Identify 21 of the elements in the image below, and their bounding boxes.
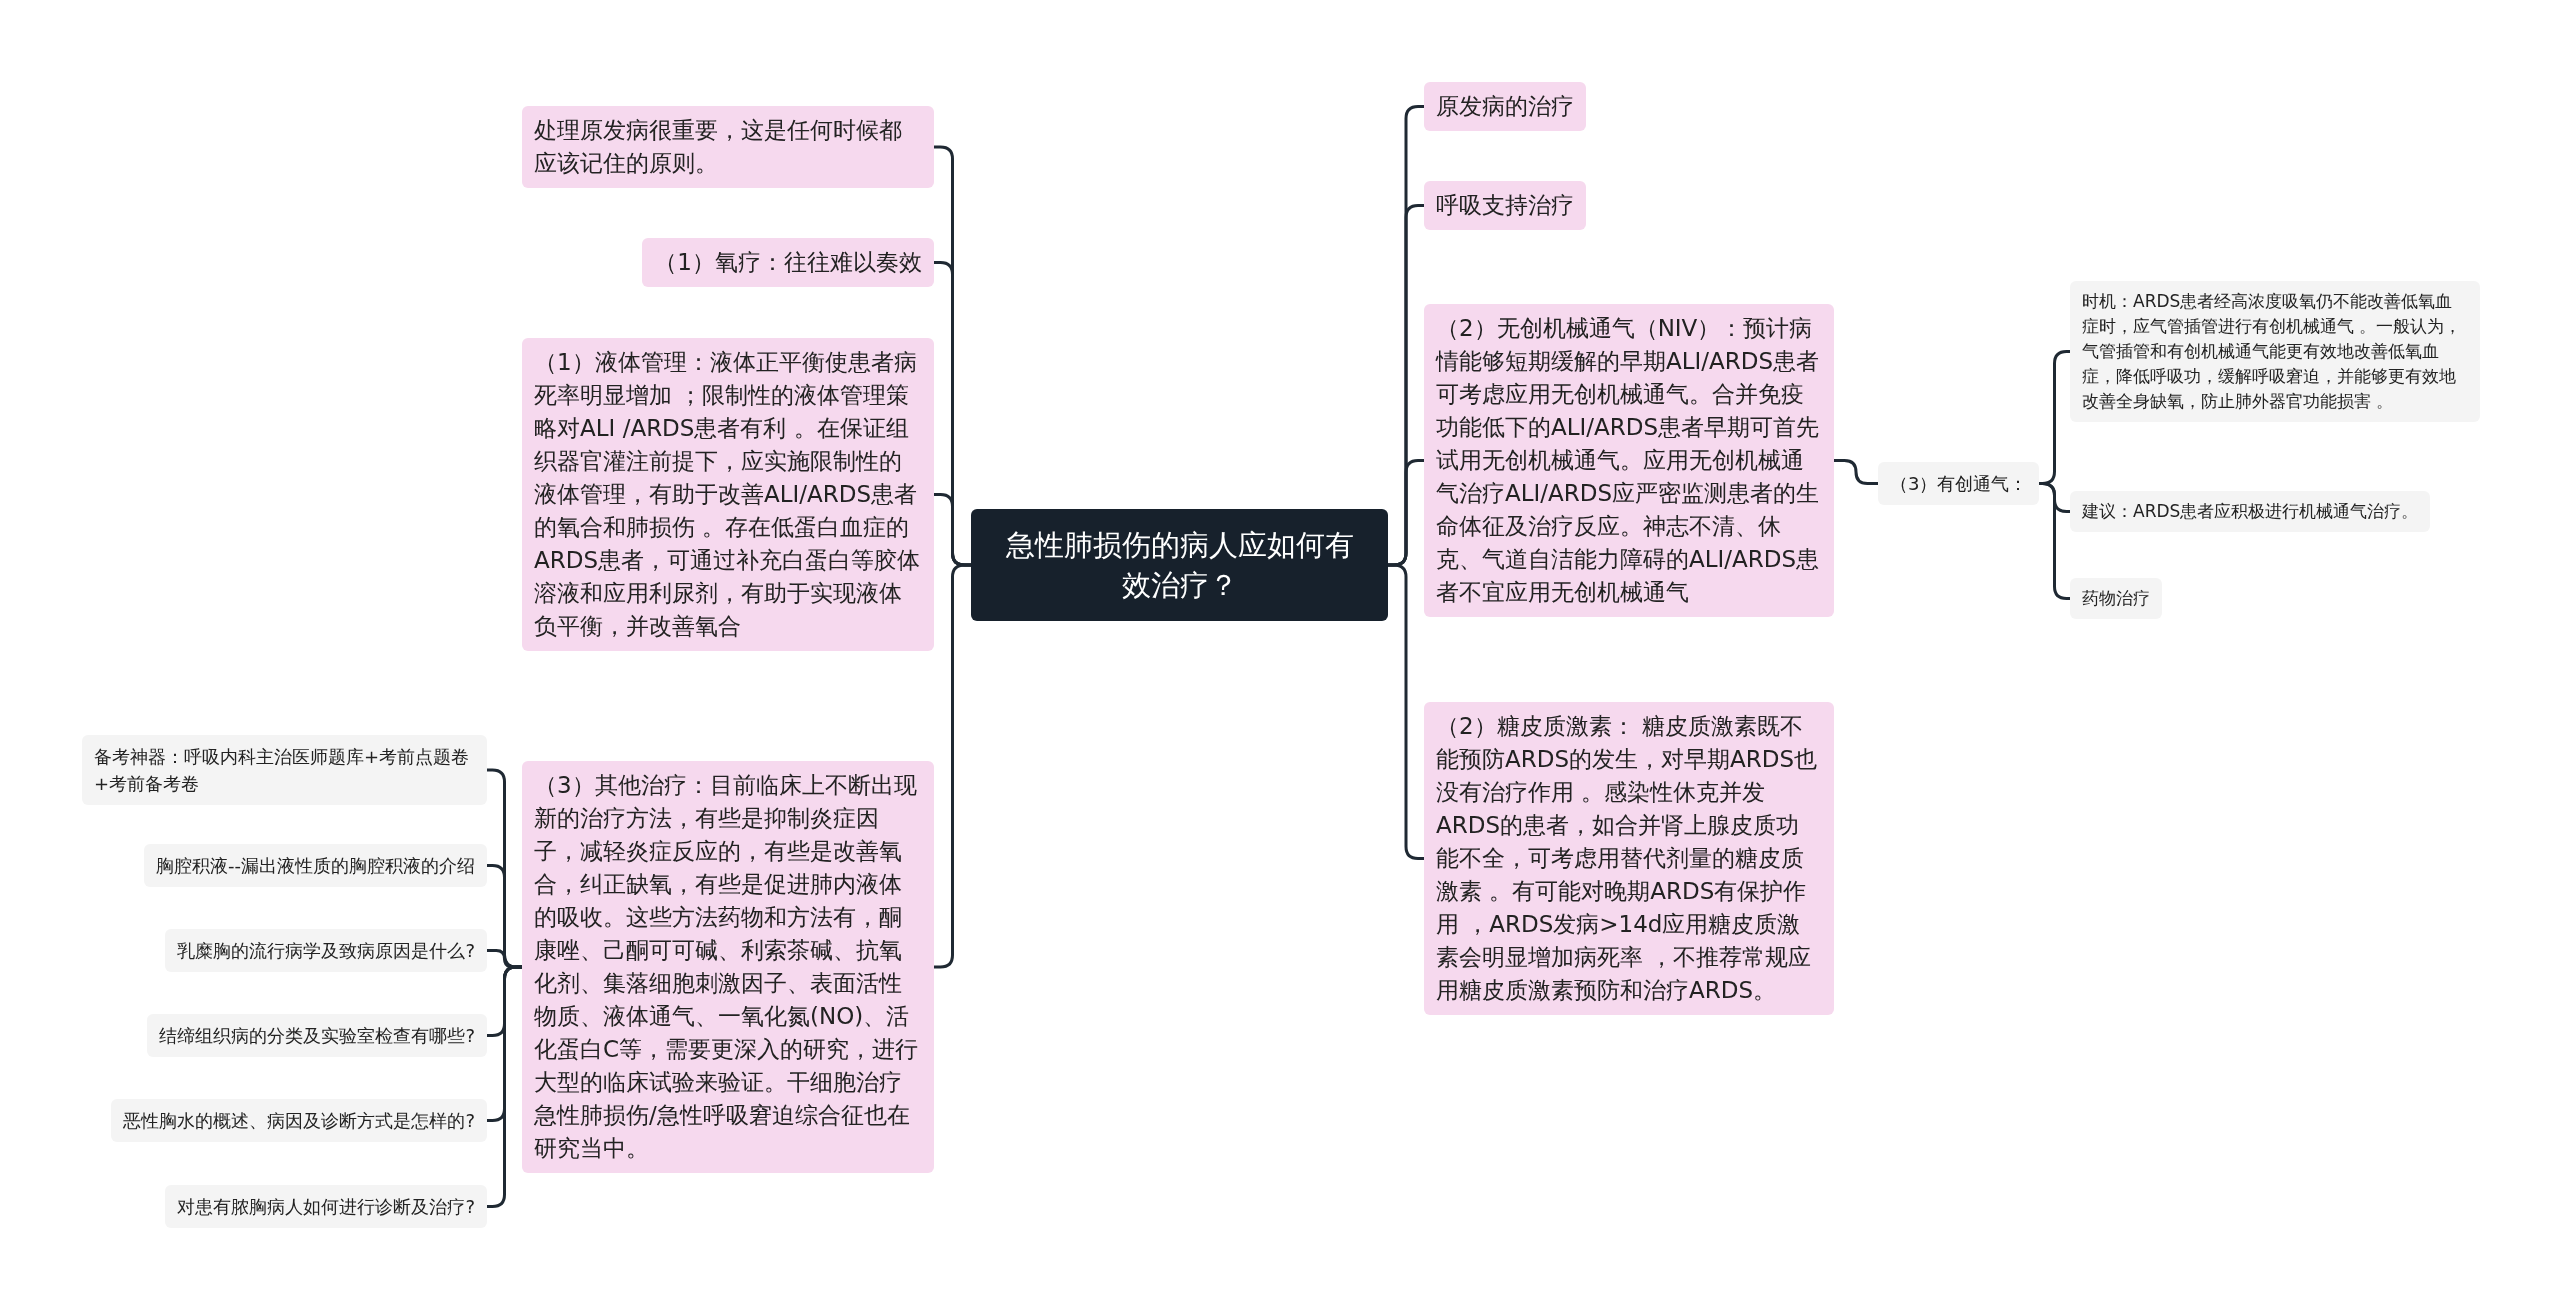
topic-box: （1）氧疗：往往难以奏效 — [642, 238, 934, 287]
topic-box: 处理原发病很重要，这是任何时候都应该记住的原则。 — [522, 106, 934, 188]
subtopic-box: 乳糜胸的流行病学及致病原因是什么? — [165, 929, 487, 972]
topic-box: 呼吸支持治疗 — [1424, 181, 1586, 230]
central-topic: 急性肺损伤的病人应如何有效治疗？ — [971, 509, 1388, 621]
subtopic-box: 建议：ARDS患者应积极进行机械通气治疗。 — [2070, 491, 2431, 532]
subtopic-box: 药物治疗 — [2070, 578, 2162, 619]
topic-box: 原发病的治疗 — [1424, 82, 1586, 131]
subtopic-box: （3）有创通气： — [1878, 462, 2040, 505]
subtopic-box: 时机：ARDS患者经高浓度吸氧仍不能改善低氧血症时，应气管插管进行有创机械通气 。一般认为，气管插管和有创机械通气能更有效地改善低氧血症，降低呼吸功，缓解呼吸窘迫，并能够更有效地改善全身缺氧，防止肺外器官功能损害 。 — [2070, 281, 2480, 422]
connector-line — [1834, 459, 1878, 485]
subtopic-box: 备考神器：呼吸内科主治医师题库+考前点题卷+考前备考卷 — [82, 735, 487, 805]
topic-box: （1）液体管理：液体正平衡使患者病死率明显增加 ；限制性的液体管理策略对ALI /ARDS患者有利 。在保证组织器官灌注前提下，应实施限制性的液体管理，有助于改善ALI/ARDS患者的氧合和肺损伤 。存在低蛋白血症的ARDS患者，可通过补充白蛋白等胶体溶液和应用利尿剂，有助于实现液体负平衡，并改善氧合 — [522, 338, 934, 651]
connector-line — [934, 563, 971, 969]
subtopic-box: 恶性胸水的概述、病因及诊断方式是怎样的? — [111, 1099, 487, 1142]
subtopic-box: 对患有脓胸病人如何进行诊断及治疗? — [165, 1185, 487, 1228]
subtopic-box: 结缔组织病的分类及实验室检查有哪些? — [147, 1014, 487, 1057]
topic-box: （3）其他治疗：目前临床上不断出现新的治疗方法，有些是抑制炎症因子，减轻炎症反应的，有些是改善氧合，纠正缺氧，有些是促进肺内液体的吸收。这些方法药物和方法有，酮康唑、己酮可可碱、利索茶碱、抗氧化剂、集落细胞刺激因子、表面活性物质、液体通气、一氧化氮(NO)、活化蛋白C等，需要更深入的研究，进行大型的临床试验来验证。干细胞治疗急性肺损伤/急性呼吸窘迫综合征也在研究当中。 — [522, 761, 934, 1173]
subtopic-box: 胸腔积液--漏出液性质的胸腔积液的介绍 — [144, 844, 487, 887]
topic-box: （2）糖皮质激素： 糖皮质激素既不能预防ARDS的发生，对早期ARDS也没有治疗作用 。感染性休克并发ARDS的患者，如合并肾上腺皮质功能不全，可考虑用替代剂量的糖皮质激素 。有可能对晚期ARDS有保护作用 ，ARDS发病>14d应用糖皮质激素会明显增加病死率 ，不推荐常规应用糖皮质激素预防和治疗ARDS。 — [1424, 702, 1834, 1015]
topic-box: （2）无创机械通气（NIV）：预计病情能够短期缓解的早期ALI/ARDS患者可考虑应用无创机械通气。合并免疫功能低下的ALI/ARDS患者早期可首先试用无创机械通气。应用无创机械通气治疗ALI/ARDS应严密监测患者的生命体征及治疗反应。神志不清、休克、气道自洁能力障碍的ALI/ARDS患者不宜应用无创机械通气 — [1424, 304, 1834, 617]
